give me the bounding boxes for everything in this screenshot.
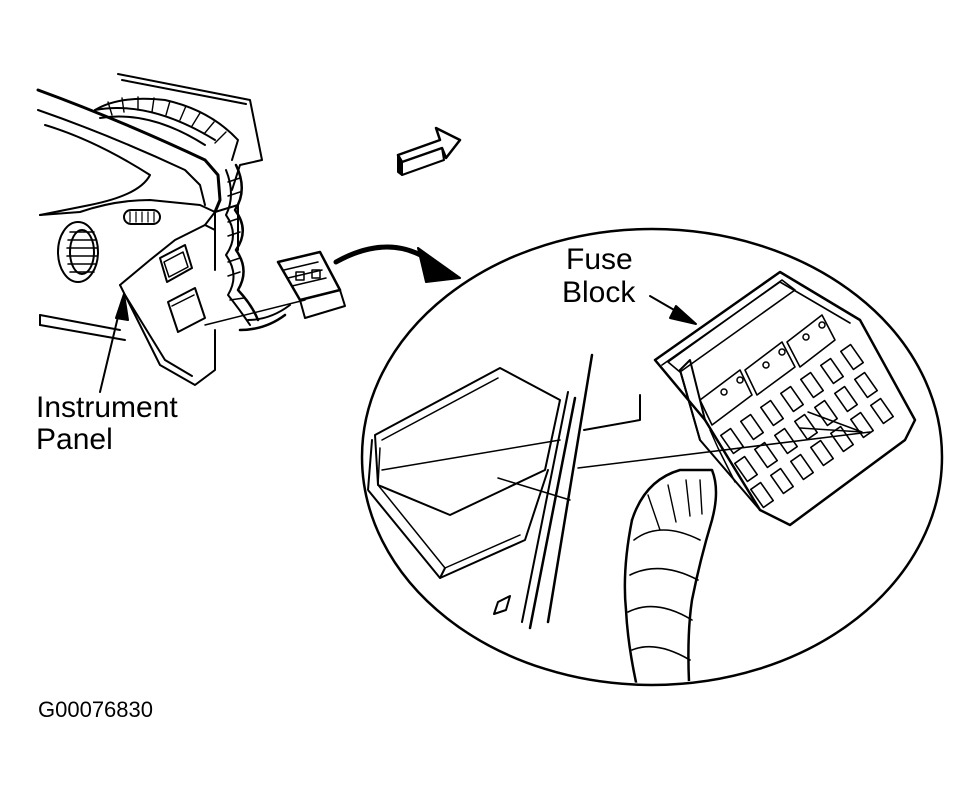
fuse-block-label-line2: Block: [562, 276, 636, 309]
instrument-panel-label-line1: Instrument: [36, 391, 178, 424]
figure-code: G00076830: [38, 697, 153, 722]
instrument-panel-label-line2: Panel: [36, 423, 113, 456]
detail-view-contents: [367, 270, 917, 683]
detail-view-ellipse: [360, 227, 944, 687]
fuse-block-leader: [649, 295, 697, 325]
instrument-panel-drawing: [36, 73, 346, 386]
direction-arrow-icon: [396, 126, 462, 176]
fuse-block-label-line1: Fuse: [566, 243, 633, 276]
instrument-panel-leader: [99, 293, 129, 393]
callout-arrow-icon: [333, 244, 461, 283]
